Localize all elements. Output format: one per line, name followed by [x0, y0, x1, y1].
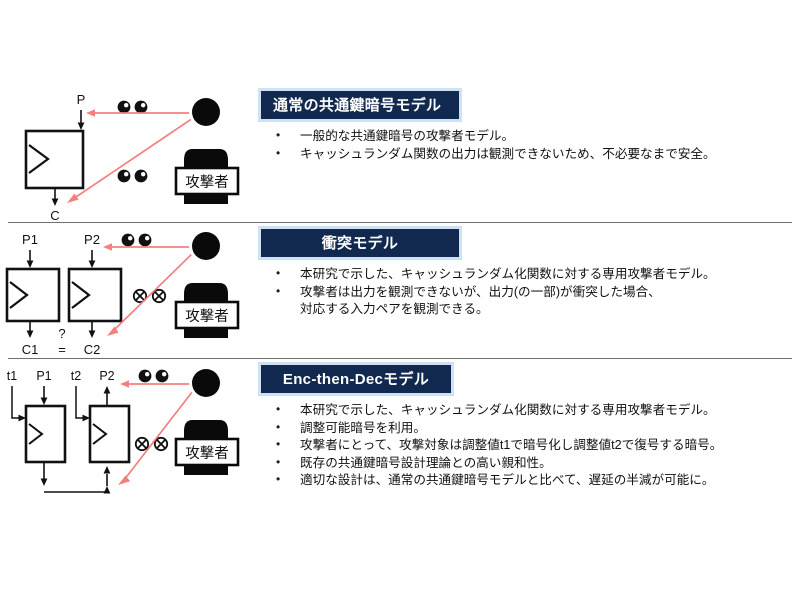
- list-item: 一般的な共通鍵暗号の攻撃者モデル。: [258, 127, 794, 146]
- output-label-c2: C2: [84, 342, 101, 357]
- bullet-text: 攻撃者にとって、攻撃対象は調整値t1で暗号化し調整値t2で復号する暗号。: [300, 438, 723, 452]
- input-label-p: P: [77, 92, 86, 107]
- eye-icon: [117, 169, 131, 183]
- bullet-list-normal-model: 一般的な共通鍵暗号の攻撃者モデル。 キャッシュランダム関数の出力は観測できないた…: [258, 127, 794, 164]
- observe-arrow-plaintext: [86, 109, 196, 117]
- eye-icon: [155, 369, 169, 383]
- cipher-glyph: [28, 144, 50, 174]
- list-item: 本研究で示した、キャッシュランダム化関数に対する専用攻撃者モデル。: [258, 265, 794, 284]
- observe-arrow-output: [107, 249, 197, 336]
- tweak-label-t2: t2: [71, 369, 81, 383]
- list-item: 攻撃者は出力を観測できないが、出力(の一部)が衝突した場合、 対応する入力ペアを…: [258, 283, 794, 319]
- single-cipher-diagram: P C: [0, 88, 258, 222]
- compare-question-mark: ?: [58, 326, 65, 341]
- attacker-figure: 攻撃者: [174, 229, 240, 340]
- list-item: 既存の共通鍵暗号設計理論との高い親和性。: [258, 454, 794, 473]
- section-collision-model: P1 P2: [0, 226, 800, 358]
- tweak-label-t1: t1: [7, 369, 17, 383]
- text-column-enc-then-dec-model: Enc-then-Decモデル 本研究で示した、キャッシュランダム化関数に対する…: [258, 362, 794, 490]
- attacker-label: 攻撃者: [185, 445, 229, 462]
- input-arrow-p2: [88, 250, 96, 268]
- enc-then-dec-diagram: t1 P1 t2 P2: [0, 362, 258, 522]
- compare-equals-sign: =: [58, 342, 66, 357]
- section-divider: [8, 222, 792, 223]
- eye-blocked-icon: [134, 436, 150, 452]
- section-divider: [8, 358, 792, 359]
- feedback-path: [40, 462, 111, 494]
- list-item: 適切な設計は、通常の共通鍵暗号モデルと比べて、遅延の半減が可能に。: [258, 471, 794, 490]
- output-label-c: C: [50, 208, 59, 222]
- input-arrow-p1: [40, 386, 48, 405]
- cipher-box-2: [67, 267, 123, 323]
- eye-icon: [138, 369, 152, 383]
- list-item: 攻撃者にとって、攻撃対象は調整値t1で暗号化し調整値t2で復号する暗号。: [258, 436, 794, 455]
- output-arrow-c: [51, 188, 59, 206]
- eye-icon: [121, 233, 135, 247]
- output-arrow-c1: [26, 321, 34, 338]
- input-label-p2: P2: [84, 232, 100, 247]
- collision-diagram: P1 P2: [0, 226, 258, 358]
- cipher-glyph: [92, 423, 108, 445]
- input-label-p1: P1: [36, 369, 51, 383]
- tweak-arrow-t1: [11, 386, 26, 422]
- bullet-text: 既存の共通鍵暗号設計理論との高い親和性。: [300, 455, 552, 470]
- bullet-text: 適切な設計は、通常の共通鍵暗号モデルと比べて、遅延の半減が可能に。: [300, 473, 715, 487]
- section-header-label: Enc-then-Decモデル: [282, 371, 430, 388]
- section-header-enc-then-dec-model: Enc-then-Decモデル: [258, 362, 454, 396]
- cipher-box-2: [88, 404, 131, 464]
- section-header-label: 通常の共通鍵暗号モデル: [273, 97, 442, 114]
- cipher-glyph: [71, 281, 91, 309]
- cipher-glyph: [9, 281, 29, 309]
- eye-icon: [134, 100, 148, 114]
- eye-blocked-icon: [132, 288, 148, 304]
- bullet-list-collision-model: 本研究で示した、キャッシュランダム化関数に対する専用攻撃者モデル。 攻撃者は出力…: [258, 265, 794, 319]
- output-label-c1: C1: [22, 342, 39, 357]
- cipher-box-1: [24, 404, 67, 464]
- eye-blocked-icon: [151, 288, 167, 304]
- eye-icon: [138, 233, 152, 247]
- eye-blocked-icon: [153, 436, 169, 452]
- text-column-normal-model: 通常の共通鍵暗号モデル 一般的な共通鍵暗号の攻撃者モデル。 キャッシュランダム関…: [258, 88, 794, 163]
- bullet-text: 攻撃者は出力を観測できないが、出力(の一部)が衝突した場合、: [300, 284, 661, 299]
- input-arrow-p1: [26, 250, 34, 268]
- cipher-box-1: [5, 267, 61, 323]
- attacker-figure: 攻撃者: [174, 95, 240, 206]
- section-enc-then-dec-model: t1 P1 t2 P2: [0, 362, 800, 522]
- eye-icon: [134, 169, 148, 183]
- bullet-text: キャッシュランダム関数の出力は観測できないため、不必要なまで安全。: [300, 146, 716, 161]
- bullet-text: 調整可能暗号を利用。: [300, 420, 426, 435]
- output-label-p2: P2: [99, 369, 114, 383]
- input-label-p1: P1: [22, 232, 38, 247]
- cipher-box-1: [24, 129, 85, 190]
- section-normal-model: P C: [0, 88, 800, 222]
- attacker-figure: 攻撃者: [174, 366, 240, 477]
- attacker-label: 攻撃者: [185, 174, 229, 191]
- list-item: キャッシュランダム関数の出力は観測できないため、不必要なまで安全。: [258, 145, 794, 164]
- tweak-arrow-t2: [75, 386, 90, 422]
- bullet-text: 一般的な共通鍵暗号の攻撃者モデル。: [300, 129, 515, 143]
- cipher-glyph: [28, 423, 44, 445]
- bullet-list-enc-then-dec-model: 本研究で示した、キャッシュランダム化関数に対する専用攻撃者モデル。 調整可能暗号…: [258, 401, 794, 490]
- bullet-text: 本研究で示した、キャッシュランダム化関数に対する専用攻撃者モデル。: [300, 267, 716, 281]
- section-header-collision-model: 衝突モデル: [258, 226, 462, 260]
- observe-arrow-input: [103, 243, 196, 251]
- observe-arrow-ciphertext: [67, 115, 197, 203]
- bullet-text-continuation: 対応する入力ペアを観測できる。: [300, 302, 489, 316]
- observe-arrow-input: [120, 380, 196, 388]
- text-column-collision-model: 衝突モデル 本研究で示した、キャッシュランダム化関数に対する専用攻撃者モデル。 …: [258, 226, 794, 319]
- attacker-label: 攻撃者: [185, 308, 229, 325]
- list-item: 調整可能暗号を利用。: [258, 419, 794, 438]
- section-header-label: 衝突モデル: [321, 235, 399, 252]
- list-item: 本研究で示した、キャッシュランダム化関数に対する専用攻撃者モデル。: [258, 401, 794, 420]
- bullet-text: 本研究で示した、キャッシュランダム化関数に対する専用攻撃者モデル。: [300, 403, 716, 417]
- section-header-normal-model: 通常の共通鍵暗号モデル: [258, 88, 462, 122]
- output-arrow-c2: [88, 321, 96, 338]
- observe-arrow-output: [118, 386, 197, 485]
- eye-icon: [117, 100, 131, 114]
- output-arrow-p2: [103, 386, 111, 405]
- input-arrow-p: [77, 110, 85, 130]
